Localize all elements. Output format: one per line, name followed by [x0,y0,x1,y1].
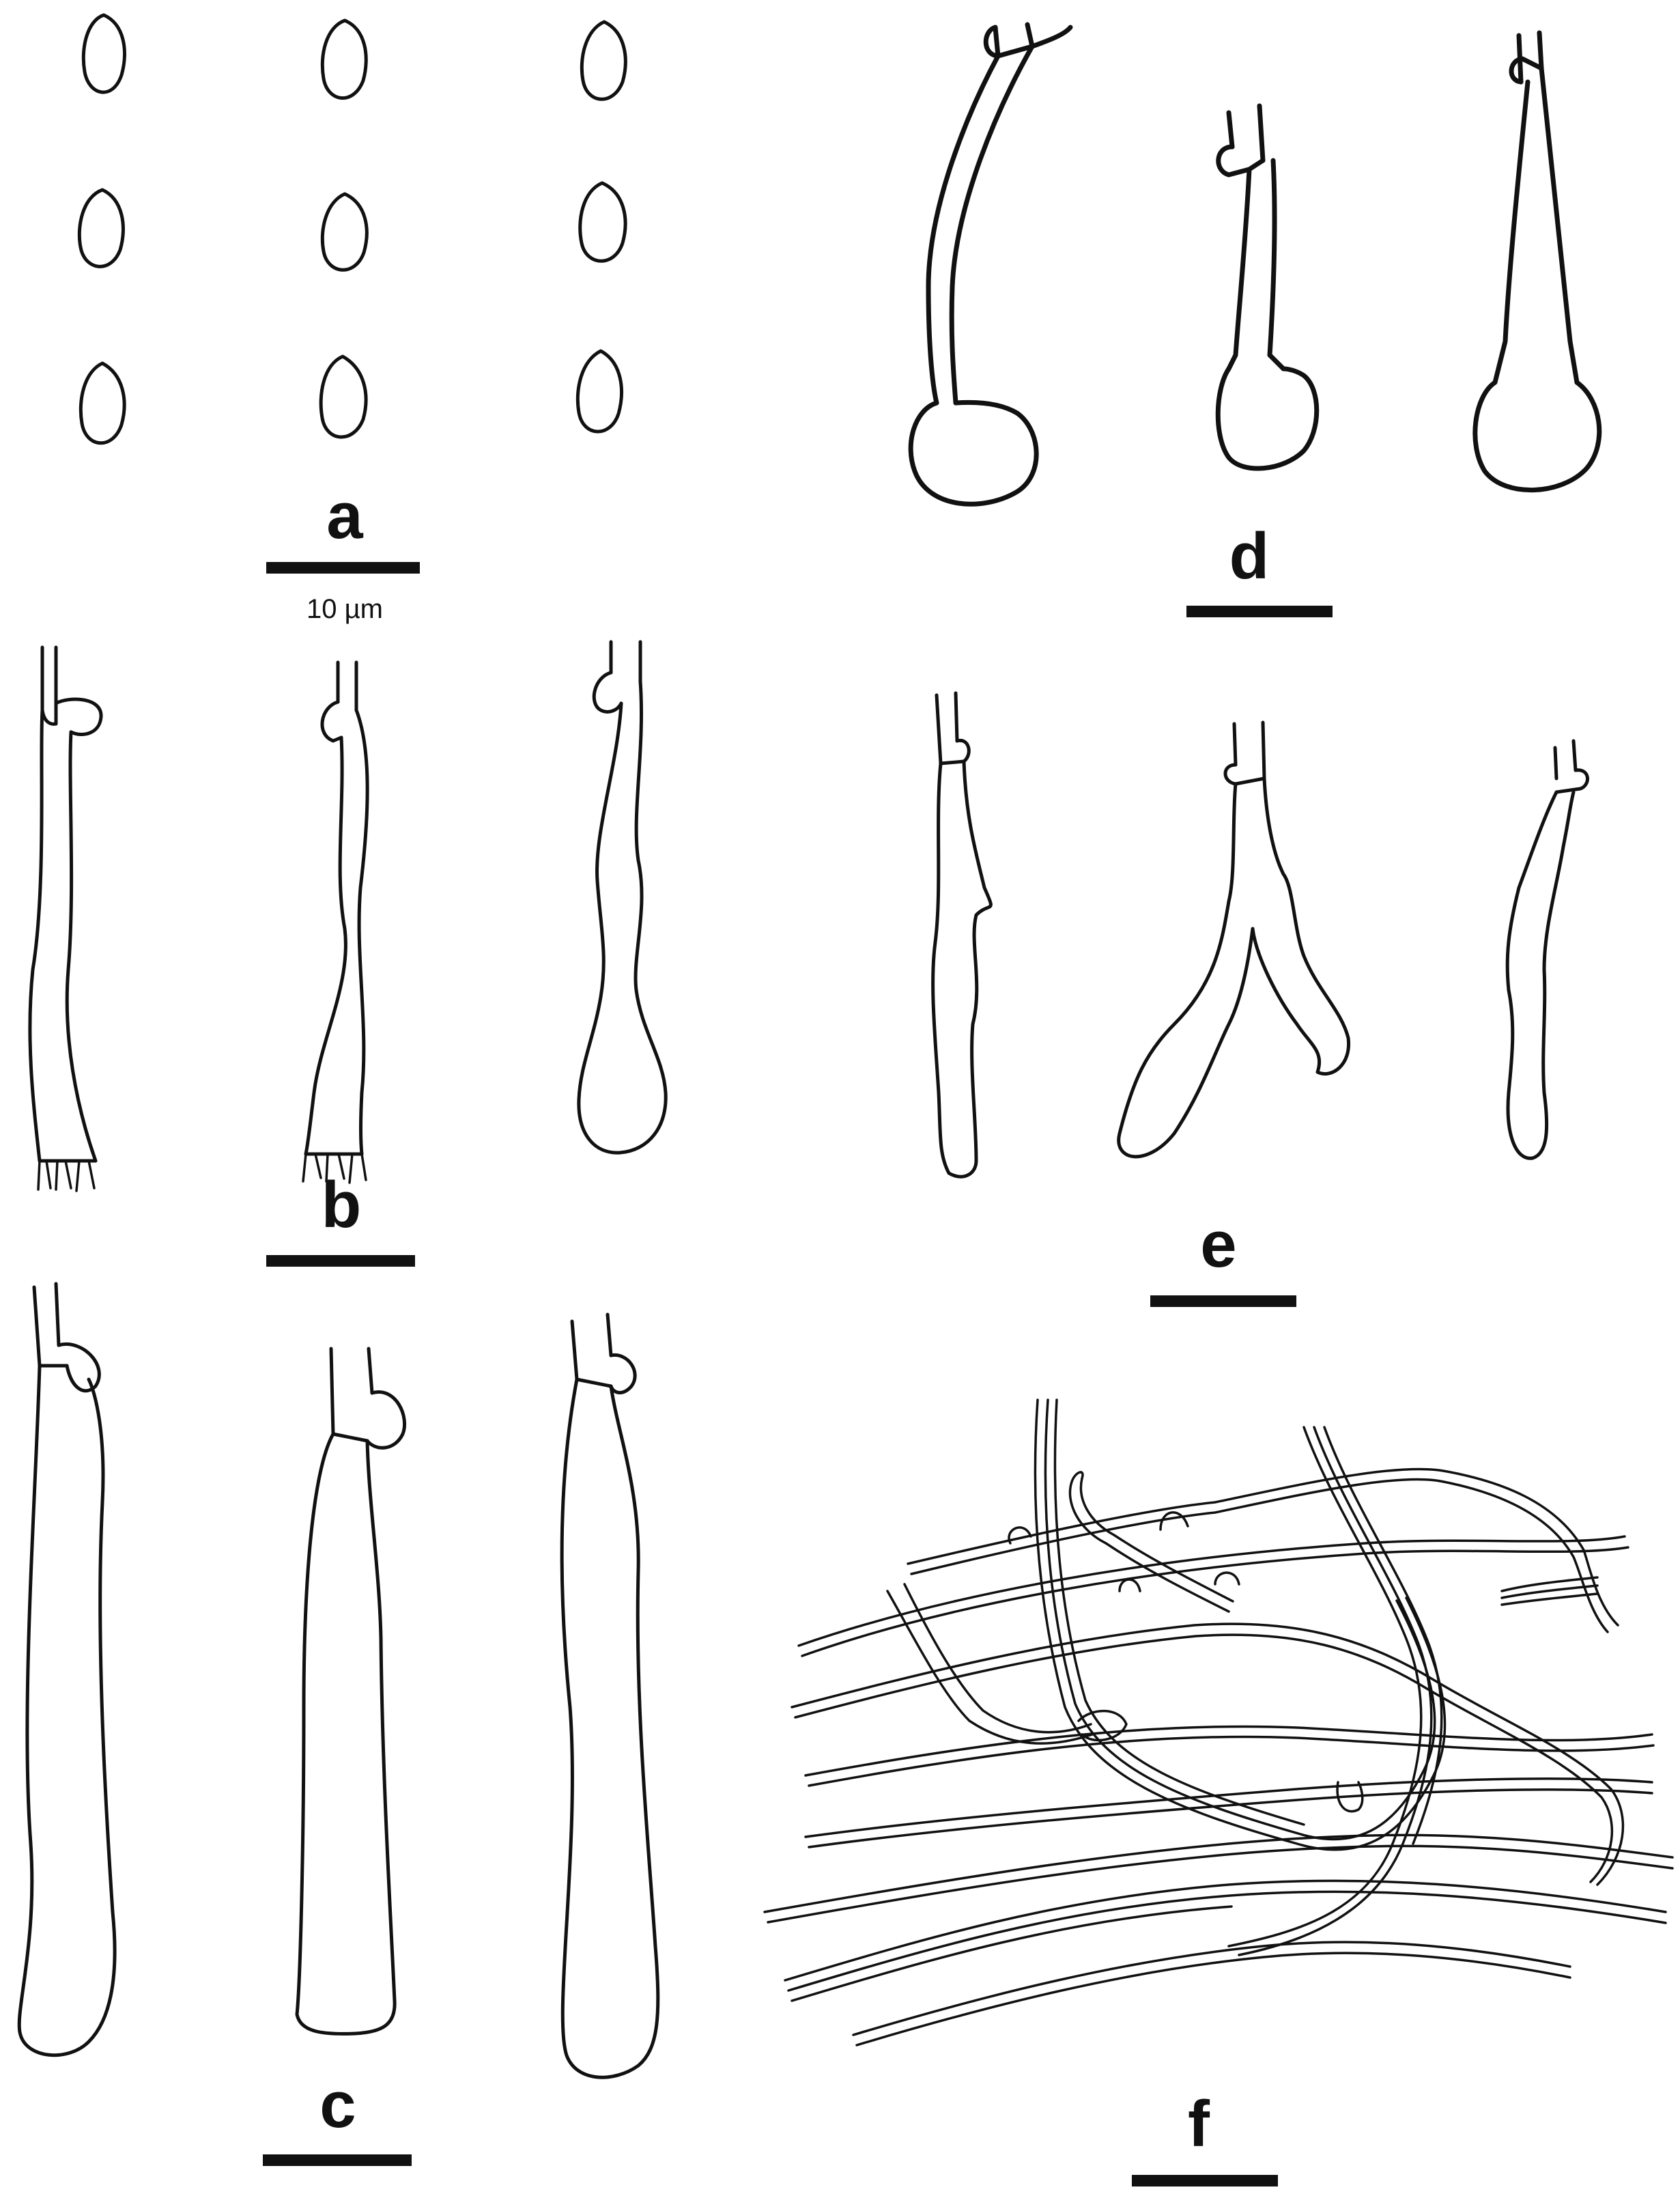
spore [319,354,368,439]
spore [320,18,368,100]
hypha [1068,1471,1234,1613]
spore [320,192,369,272]
hyphal-end [931,691,993,1179]
panel-d-label: d [1229,520,1270,593]
hypha [1227,1426,1443,1956]
hyphal-end [1505,739,1589,1160]
panel-a-label: a [326,479,363,552]
panel-c-cystidia: c [17,1282,660,2166]
hypha [804,1777,1653,1848]
hypha [1500,1576,1599,1606]
panel-e-label: e [1200,1208,1236,1281]
panel-f-scale-bar [1132,2175,1278,2186]
hypha [804,1725,1655,1787]
hyphal-end [1117,720,1350,1159]
basidium [302,660,369,1184]
hypha [797,1535,1629,1657]
spore [575,349,623,434]
panel-f-label: f [1188,2087,1210,2161]
panel-c-label: c [319,2068,356,2141]
hypha [1008,1511,1240,1592]
hypha [784,1879,1667,2002]
spore [79,361,126,445]
panel-a-scale-text: 10 µm [307,594,383,624]
panel-b-scale-bar [266,1255,415,1267]
panel-e-hyphal-ends: e [931,691,1589,1307]
basidiole [577,640,668,1155]
panel-c-scale-bar [263,2154,412,2166]
cystidium [17,1282,117,2057]
cystidium [295,1347,407,2036]
panel-a-scale-bar [266,562,420,574]
panel-a-spores: a 10 µm [77,13,627,624]
hypha [886,1583,1128,1745]
capitate-cell [1472,30,1602,492]
spore [578,181,627,263]
panel-d-capitate-cells: d [908,22,1602,617]
hypha [1336,1781,1364,1813]
basidium [28,645,103,1192]
spore [580,20,627,101]
hypha [852,1941,1571,2047]
panel-f-hyphal-mat: f [763,1398,1674,2186]
panel-b-label: b [322,1168,362,1241]
panel-b-basidia: b [28,640,668,1267]
spore [81,13,126,94]
hypha [763,1833,1674,1924]
capitate-cell [1215,103,1320,471]
capitate-cell [908,22,1073,507]
hypha [791,1622,1625,1886]
panel-e-scale-bar [1150,1295,1296,1307]
cystidium [560,1312,660,2079]
spore [77,188,125,268]
panel-d-scale-bar [1186,606,1333,617]
